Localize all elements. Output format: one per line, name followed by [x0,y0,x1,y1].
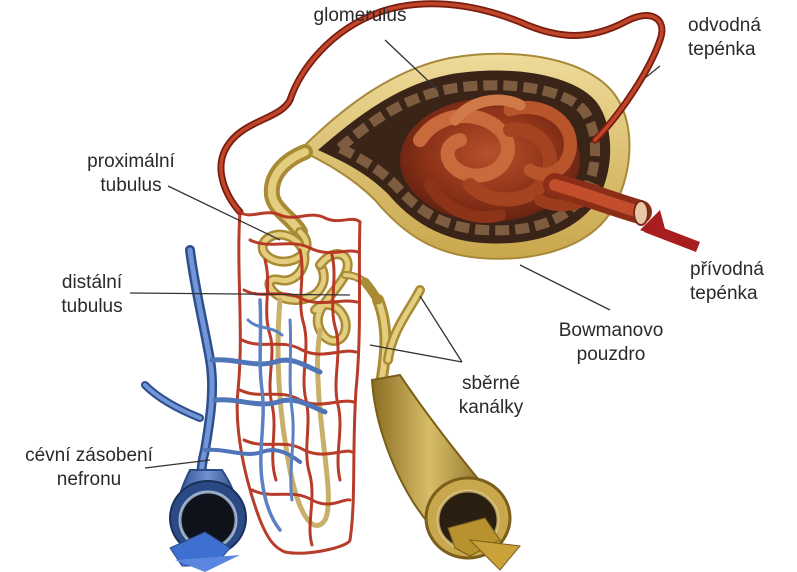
collecting-ducts-label: sběrné kanálky [443,372,539,420]
efferent-arteriole-label: odvodná tepénka [688,14,761,62]
glomerulus-label: glomerulus [302,4,418,28]
collecting-line2: kanálky [443,396,539,420]
bowman-capsule-label: Bowmanovo pouzdro [548,319,674,367]
distal-tubule-label: distální tubulus [44,271,140,319]
proximal-tubule-label: proximální tubulus [66,150,196,198]
collecting-line1: sběrné [443,372,539,396]
efferent-line1: odvodná [688,14,761,38]
bowman-line1: Bowmanovo [548,319,674,343]
collecting-ducts [365,282,420,390]
afferent-line2: tepénka [690,282,764,306]
vascular-line1: cévní zásobení [14,444,164,468]
venous-network [145,250,325,530]
glomerulus-text: glomerulus [302,4,418,28]
proximal-line2: tubulus [66,174,196,198]
distal-line2: tubulus [44,295,140,319]
afferent-arteriole-label: přívodná tepénka [690,258,764,306]
bowman-line2: pouzdro [548,343,674,367]
vascular-line2: nefronu [14,468,164,492]
efferent-line2: tepénka [688,38,761,62]
vascular-supply-label: cévní zásobení nefronu [14,444,164,492]
proximal-line1: proximální [66,150,196,174]
afferent-line1: přívodná [690,258,764,282]
distal-line1: distální [44,271,140,295]
